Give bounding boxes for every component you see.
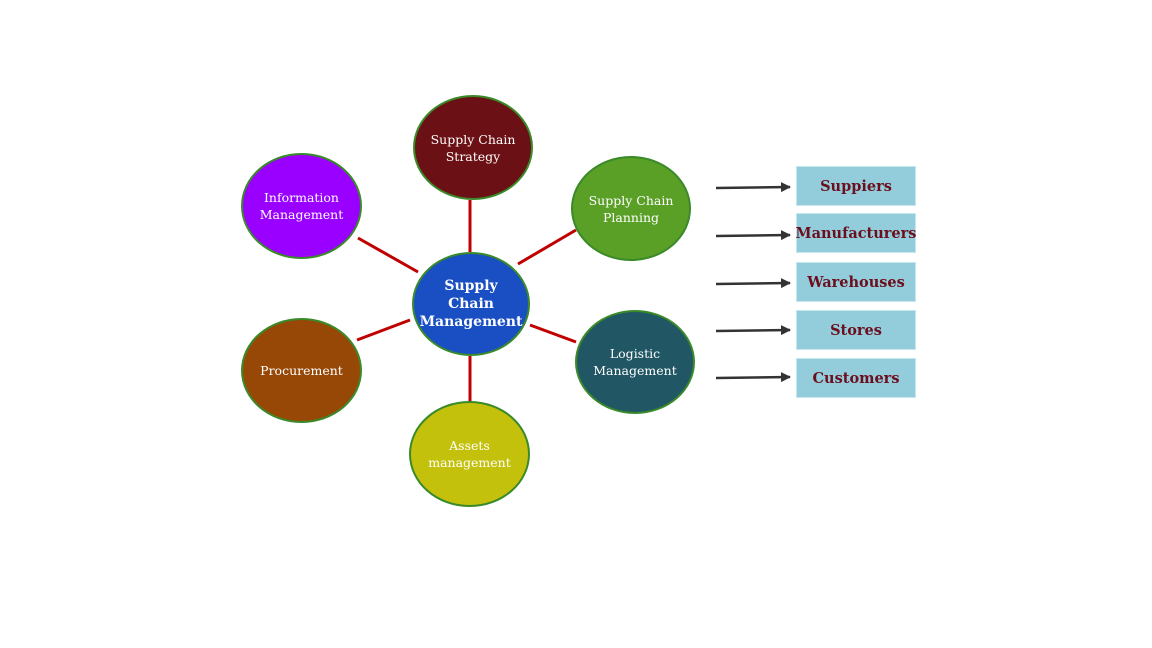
node-label-line2: Strategy [445, 148, 501, 164]
node-assets-management: Assets management [409, 401, 530, 507]
connector-logistic [529, 323, 577, 344]
arrow-customers [715, 372, 791, 383]
flow-box-label: Manufacturers [795, 224, 917, 242]
flow-box-suppliers: Suppiers [796, 166, 916, 206]
node-label-line2: Management [259, 207, 344, 222]
node-label-line2: Management [593, 363, 677, 378]
arrow-stores [715, 325, 791, 336]
connector-planning [517, 228, 577, 266]
connector-procurement [356, 318, 411, 342]
node-label-line1: Supply Chain [588, 192, 674, 208]
node-label-line2: management [428, 455, 511, 470]
flow-box-label: Suppiers [820, 177, 892, 195]
node-procurement: Procurement [241, 318, 362, 423]
node-center-line2: Management [419, 314, 523, 330]
node-center-line1: Supply Chain [444, 278, 498, 312]
flow-box-label: Warehouses [807, 273, 905, 291]
flow-box-customers: Customers [796, 358, 916, 398]
flow-box-stores: Stores [796, 310, 916, 350]
connector-information [357, 236, 419, 274]
node-label-line2: Planning [602, 209, 659, 225]
flow-box-warehouses: Warehouses [796, 262, 916, 302]
arrow-warehouses [715, 278, 791, 289]
arrow-suppliers [715, 182, 791, 193]
flow-box-label: Customers [812, 369, 900, 387]
flow-box-label: Stores [830, 321, 882, 339]
node-label-line1: Assets [449, 438, 490, 453]
node-label-line1: Supply Chain [430, 131, 516, 147]
node-label-line1: Logistic [609, 346, 661, 361]
arrow-manufacturers [715, 230, 791, 241]
node-label-line1: Procurement [260, 363, 343, 378]
node-label-line1: Information [263, 190, 339, 205]
flow-box-manufacturers: Manufacturers [796, 213, 916, 253]
